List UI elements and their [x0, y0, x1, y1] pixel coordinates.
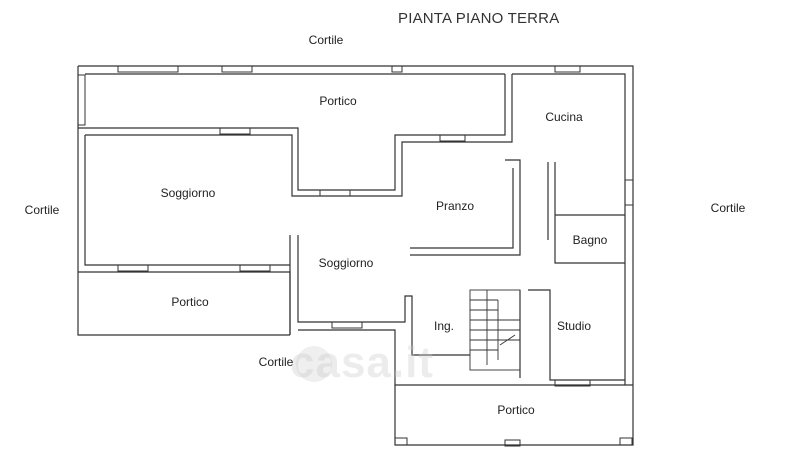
watermark: casa.it: [290, 338, 434, 387]
label-studio: Studio: [556, 319, 592, 333]
wall: [78, 74, 506, 191]
outer-wall: [78, 65, 634, 385]
label-soggiorno-center: Soggiorno: [318, 256, 374, 270]
label-portico-bottom: Portico: [497, 403, 535, 417]
label-cortile-right: Cortile: [710, 201, 746, 215]
wall: [410, 159, 521, 256]
label-soggiorno-left: Soggiorno: [160, 186, 216, 200]
label-pranzo: Pranzo: [435, 199, 475, 213]
wall: [85, 74, 513, 197]
label-ingresso: Ing.: [433, 319, 455, 333]
outer-wall-inner: [85, 73, 626, 385]
label-cortile-top: Cortile: [308, 33, 344, 47]
wall: [298, 329, 633, 386]
wall: [394, 385, 634, 446]
wall: [84, 135, 290, 266]
watermark-logo-icon: [296, 346, 332, 382]
windows: [77, 65, 634, 447]
label-cortile-left: Cortile: [24, 203, 60, 217]
wall: [289, 235, 470, 356]
label-cucina: Cucina: [545, 110, 583, 124]
label-bagno: Bagno: [572, 233, 608, 247]
plan-title: PIANTA PIANO TERRA: [398, 10, 560, 27]
label-portico-top: Portico: [319, 94, 357, 108]
wall: [519, 289, 625, 381]
label-cortile-bottom: Cortile: [258, 355, 294, 369]
outer-wall: [77, 66, 290, 336]
label-portico-left: Portico: [171, 295, 209, 309]
staircase: [469, 289, 521, 371]
wall: [547, 162, 625, 264]
